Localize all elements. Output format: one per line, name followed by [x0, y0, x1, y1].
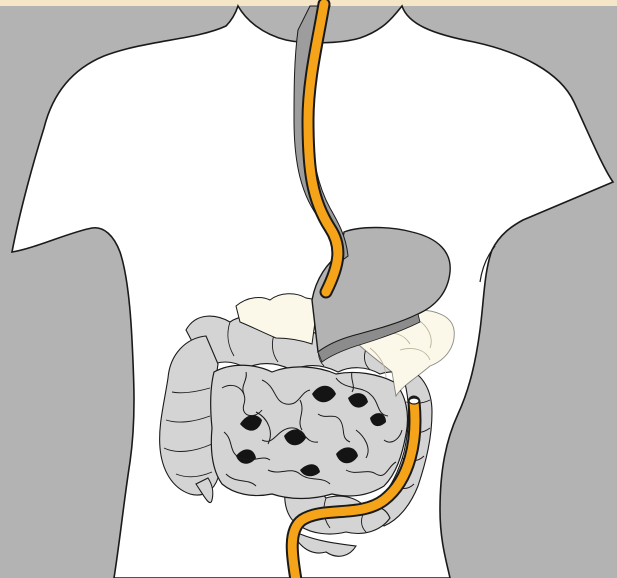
small-intestine — [211, 365, 408, 498]
top-band — [0, 0, 617, 6]
endoscope-tip — [409, 398, 419, 404]
